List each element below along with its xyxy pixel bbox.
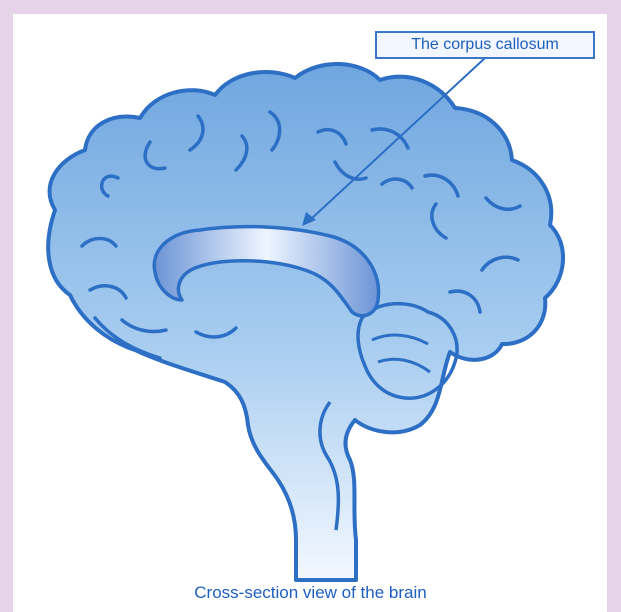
callout-label-corpus-callosum: The corpus callosum bbox=[375, 31, 595, 59]
diagram-caption: Cross-section view of the brain bbox=[0, 583, 621, 603]
callout-label-text: The corpus callosum bbox=[411, 36, 559, 54]
